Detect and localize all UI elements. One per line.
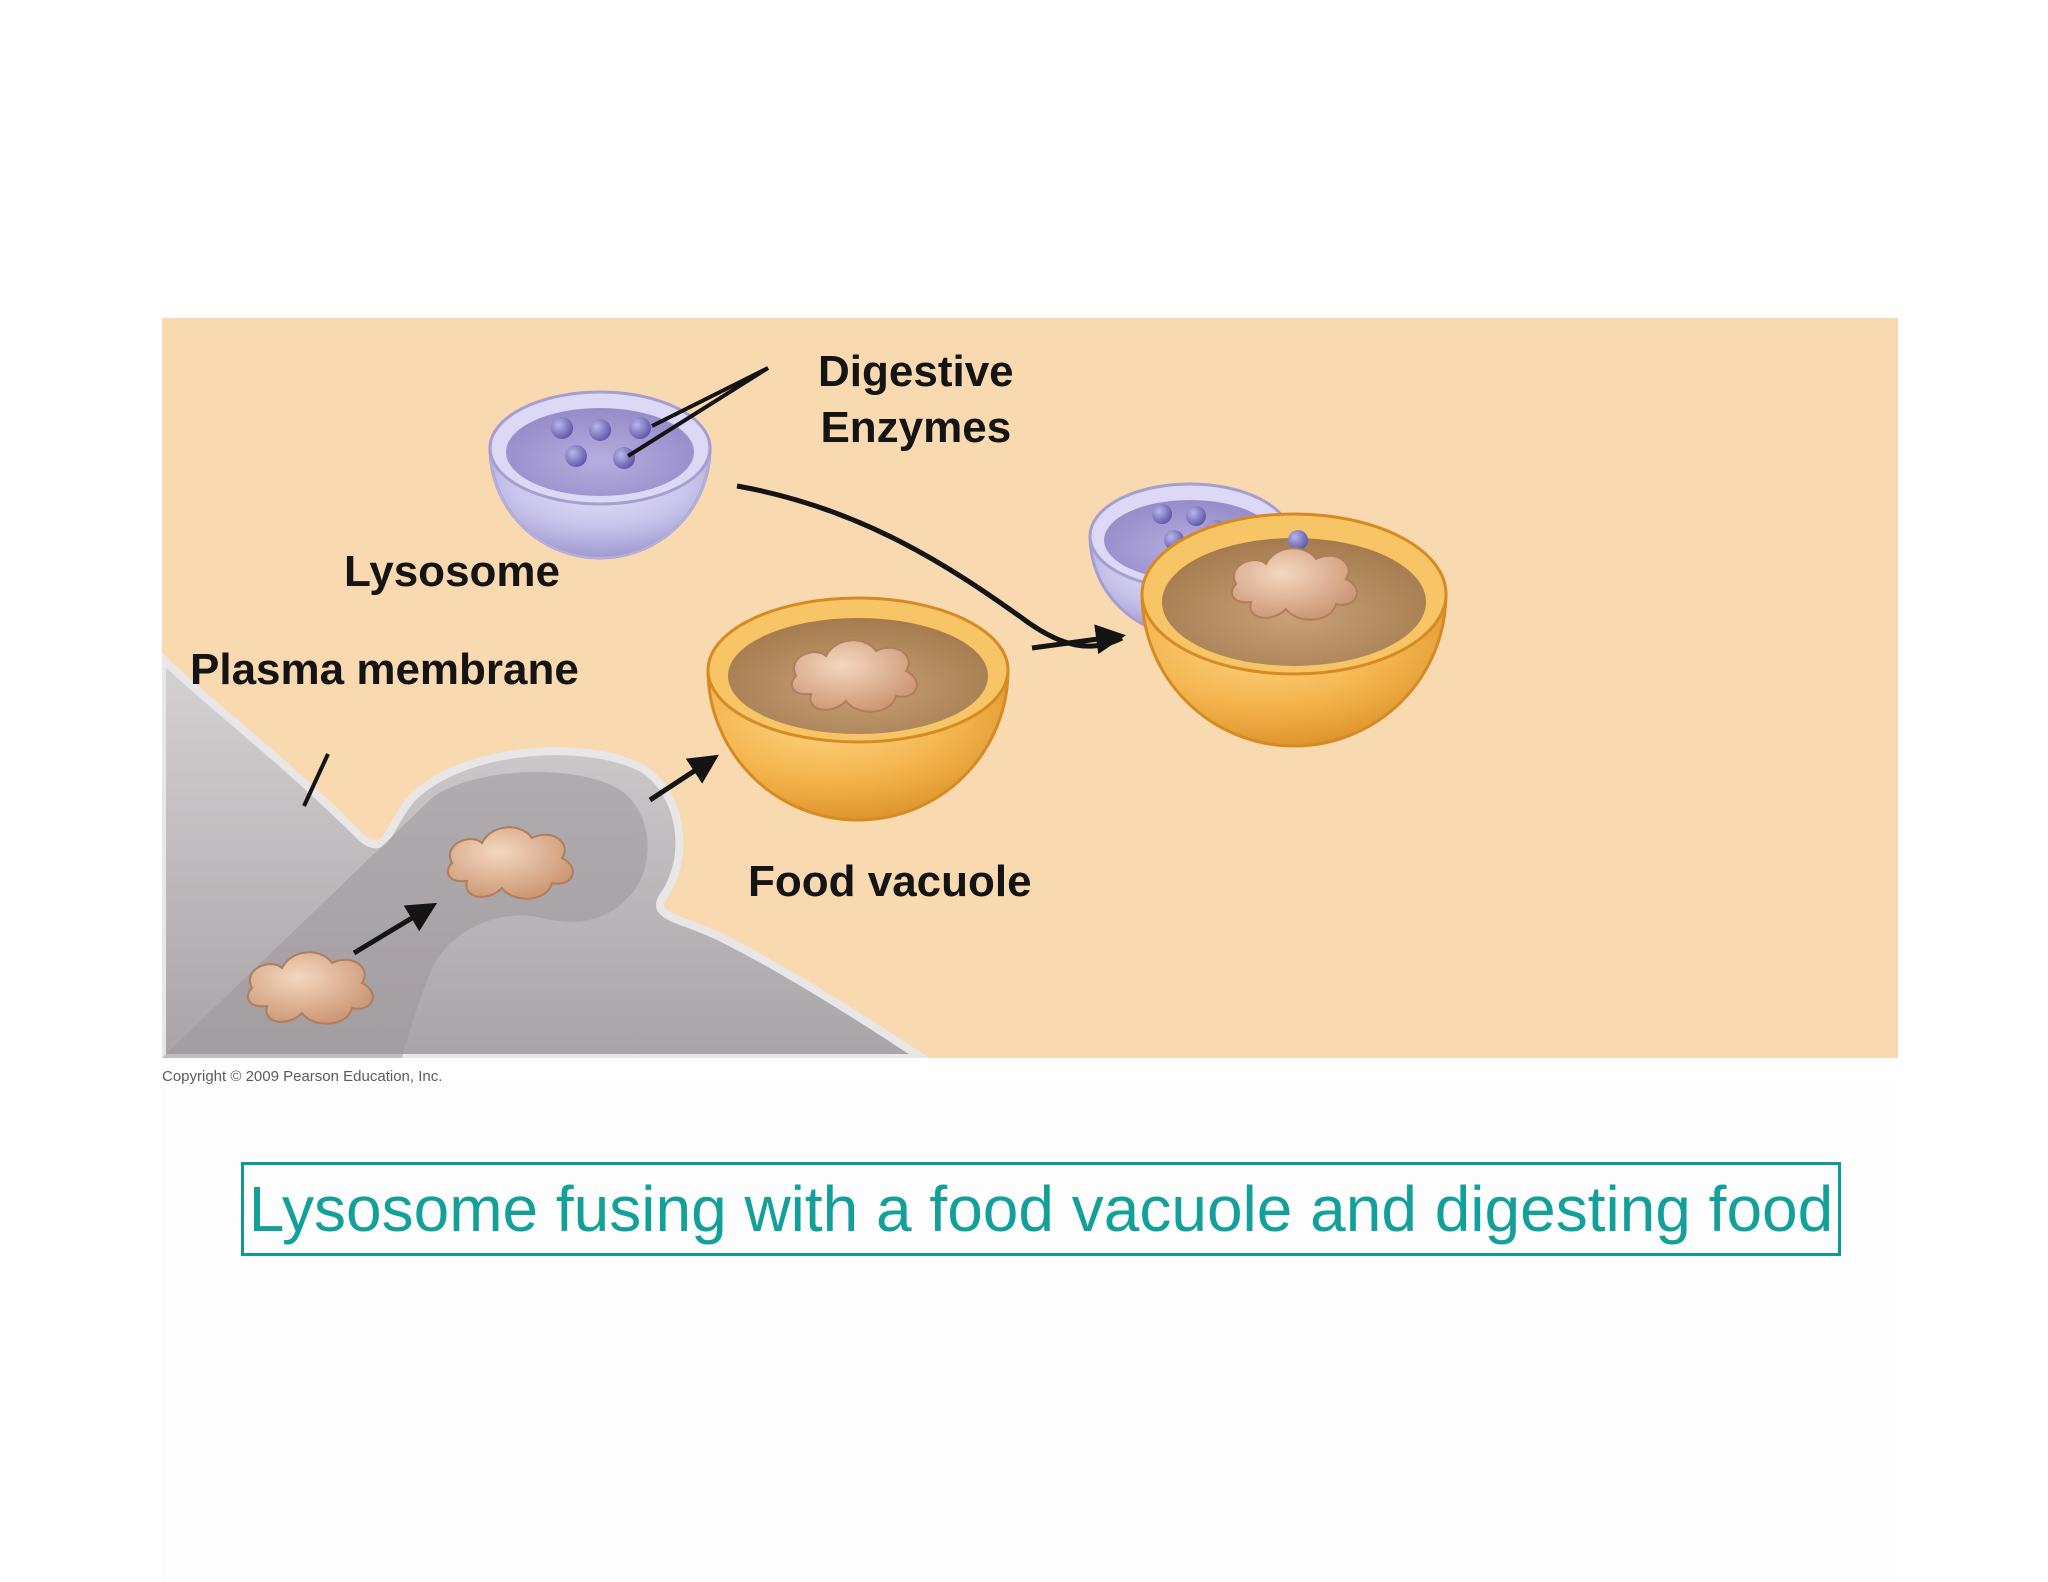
label-lysosome: Lysosome <box>344 547 561 596</box>
food-particle-entering <box>446 826 574 900</box>
caption-box: Lysosome fusing with a food vacuole and … <box>241 1162 1841 1256</box>
arrow-food-into-cell <box>352 902 438 956</box>
label-digestive-enzymes: Digestive Enzymes <box>818 347 1014 452</box>
enzyme <box>551 417 573 439</box>
enzyme-pointer-1 <box>651 366 769 428</box>
enzyme <box>589 419 611 441</box>
plasma-membrane-pointer <box>302 753 330 807</box>
arrow-to-food-vacuole <box>648 754 720 803</box>
enzyme <box>629 417 651 439</box>
caption-text: Lysosome fusing with a food vacuole and … <box>248 1173 1834 1245</box>
arrow-lysosome-to-vacuole <box>736 483 1124 649</box>
enzyme <box>613 447 635 469</box>
enzyme <box>565 445 587 467</box>
label-plasma-membrane: Plasma membrane <box>190 645 579 694</box>
arrow-fusion <box>1031 624 1126 655</box>
lower-background <box>162 1078 1898 1582</box>
food-particle-outside <box>246 951 374 1025</box>
copyright-notice: Copyright © 2009 Pearson Education, Inc. <box>162 1068 443 1085</box>
lysosome-shape <box>488 390 712 560</box>
label-food-vacuole: Food vacuole <box>748 857 1032 906</box>
fused-vacuole-shape <box>1088 482 1448 748</box>
enzyme-pointer-2 <box>626 366 770 458</box>
food-vacuole-shape <box>706 596 1010 822</box>
diagram-illustration <box>162 366 1448 1058</box>
lysosome-diagram: Digestive Enzymes Lysosome Plasma membra… <box>162 318 1898 1058</box>
